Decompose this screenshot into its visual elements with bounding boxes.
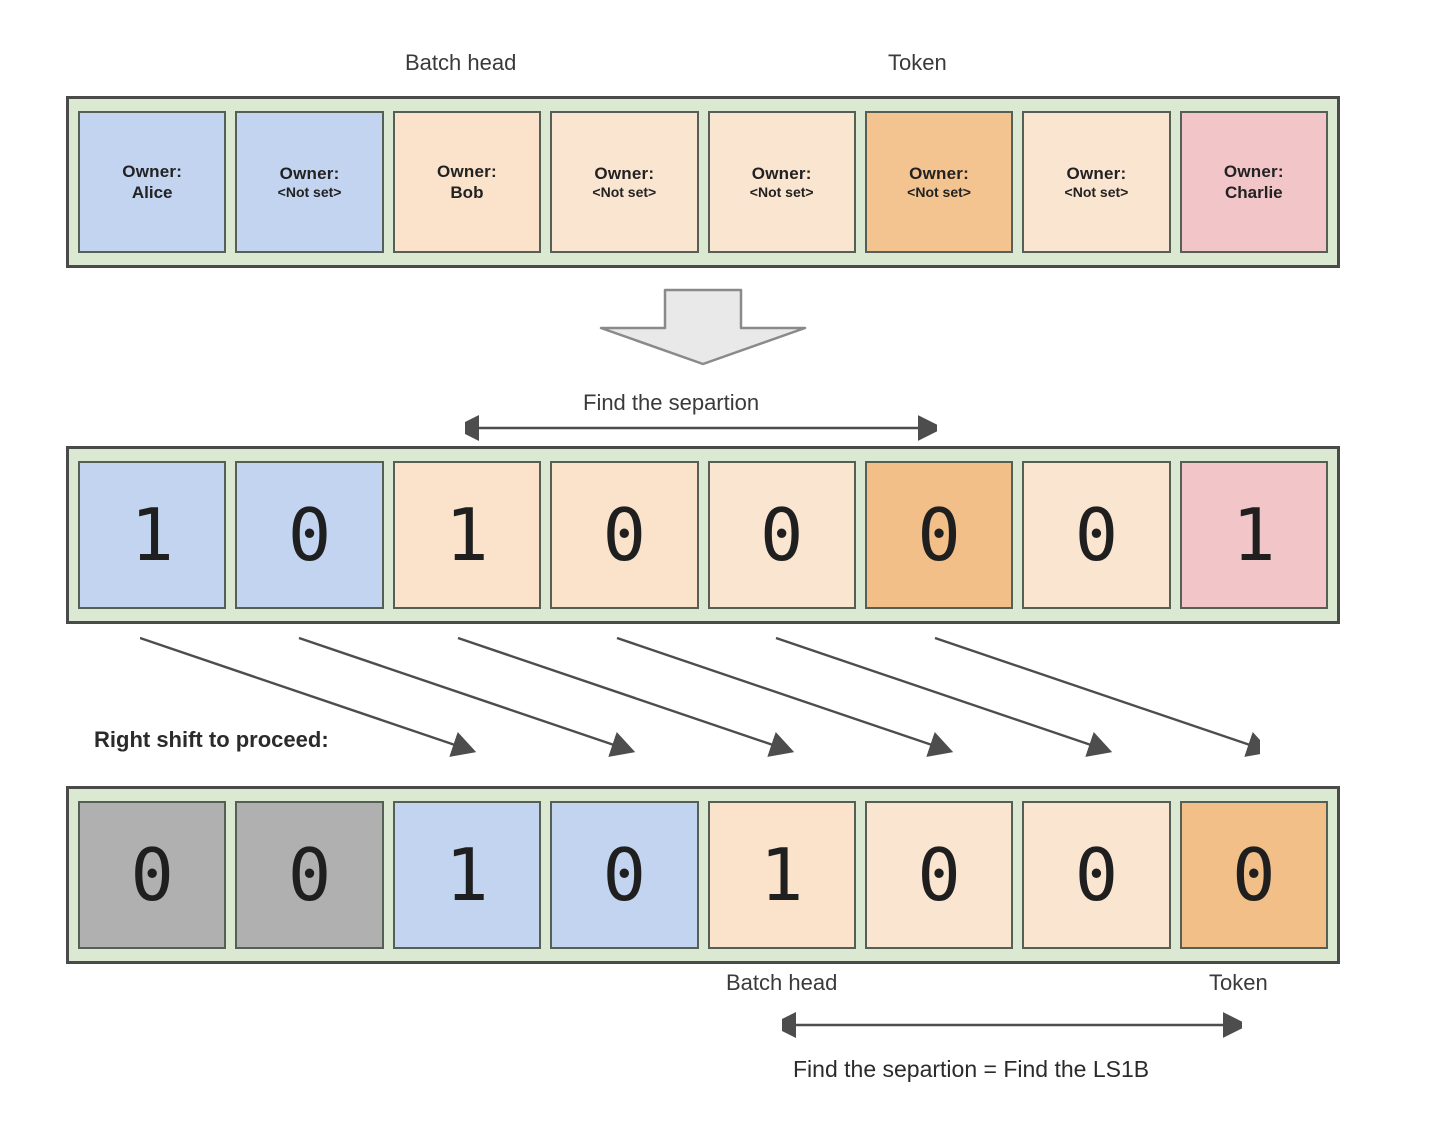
shifted-bitmap-row: 0 0 1 0 1 0 0 0 [66,786,1340,964]
bit-cell: 1 [1179,461,1328,609]
owner-value: <Not set> [592,183,657,200]
bit-cell: 0 [235,461,384,609]
bit-value: 0 [602,493,646,577]
bit-cell: 1 [707,801,856,949]
bit-cell: 0 [1022,801,1171,949]
shift-arrow [775,636,1113,757]
double-arrow-middle-icon [465,415,937,441]
owner-value: <Not set> [907,183,971,200]
bit-value: 0 [602,833,646,917]
bit-value: 0 [130,833,174,917]
bit-value: 0 [917,493,961,577]
bit-cell: 1 [392,801,542,949]
shift-arrow [298,636,636,757]
owner-label: Owner: [909,163,969,183]
bit-cell: 0 [864,801,1014,949]
bit-value: 0 [760,493,804,577]
owner-cell: Owner:<Not set> [864,111,1014,253]
shift-arrows-group [140,636,1260,757]
shift-arrow [457,636,795,757]
label-batch-head-top: Batch head [405,50,517,75]
bit-value: 1 [445,833,489,917]
double-arrow-bottom-icon [782,1012,1242,1038]
bit-value: 1 [445,493,489,577]
owner-label: Owner: [279,163,340,183]
bit-cell: 0 [235,801,384,949]
bit-cell: 0 [864,461,1014,609]
owner-label: Owner: [122,161,183,181]
bit-cell: 0 [1022,461,1171,609]
owner-cell: Owner: Alice [78,111,227,253]
owner-label: Owner: [751,163,812,183]
bit-cell: 1 [392,461,542,609]
bit-value: 0 [287,833,332,917]
bit-value: 0 [1074,493,1119,577]
owner-value: Charlie [1224,183,1283,202]
bit-value: 0 [1232,833,1276,917]
label-token-top: Token [888,50,947,75]
bit-value: 0 [287,493,332,577]
bit-value: 1 [130,493,174,577]
owner-cell: Owner:<Not set> [707,111,856,253]
bit-value: 0 [1074,833,1119,917]
bitmap-row: 1 0 1 0 0 0 0 1 [66,446,1340,624]
owner-cell: Owner:<Not set> [235,111,384,253]
bit-cell: 0 [550,801,699,949]
owner-value: <Not set> [277,183,342,200]
label-right-shift-to-proceed: Right shift to proceed: [94,727,329,752]
owner-label: Owner: [437,161,497,181]
bit-cell: 0 [1179,801,1328,949]
bit-cell: 0 [707,461,856,609]
owner-value: <Not set> [1064,183,1129,200]
bit-value: 0 [917,833,961,917]
owner-value: <Not set> [749,183,814,200]
owner-value: Bob [450,183,484,202]
owner-cell: Owner: Charlie [1179,111,1328,253]
owner-label: Owner: [594,163,655,183]
owner-cell: Owner: Bob [392,111,542,253]
shift-arrow [934,636,1260,757]
owner-cell: Owner:<Not set> [1022,111,1171,253]
bit-cell: 1 [78,461,227,609]
owner-label: Owner: [1223,161,1284,181]
down-arrow-icon [599,288,807,366]
label-batch-head-bottom: Batch head [726,970,838,995]
owner-cell: Owner:<Not set> [550,111,699,253]
owner-label: Owner: [1066,163,1127,183]
label-find-separation-middle: Find the separtion [583,390,760,415]
bit-cell: 0 [550,461,699,609]
bit-value: 1 [760,833,804,917]
label-token-bottom: Token [1209,970,1268,995]
bit-cell: 0 [78,801,227,949]
bit-value: 1 [1232,493,1276,577]
shift-arrow [616,636,954,757]
label-find-separation-conclusion: Find the separtion = Find the LS1B [793,1056,1150,1082]
owner-value: Alice [131,183,173,202]
shift-arrow [140,636,477,757]
